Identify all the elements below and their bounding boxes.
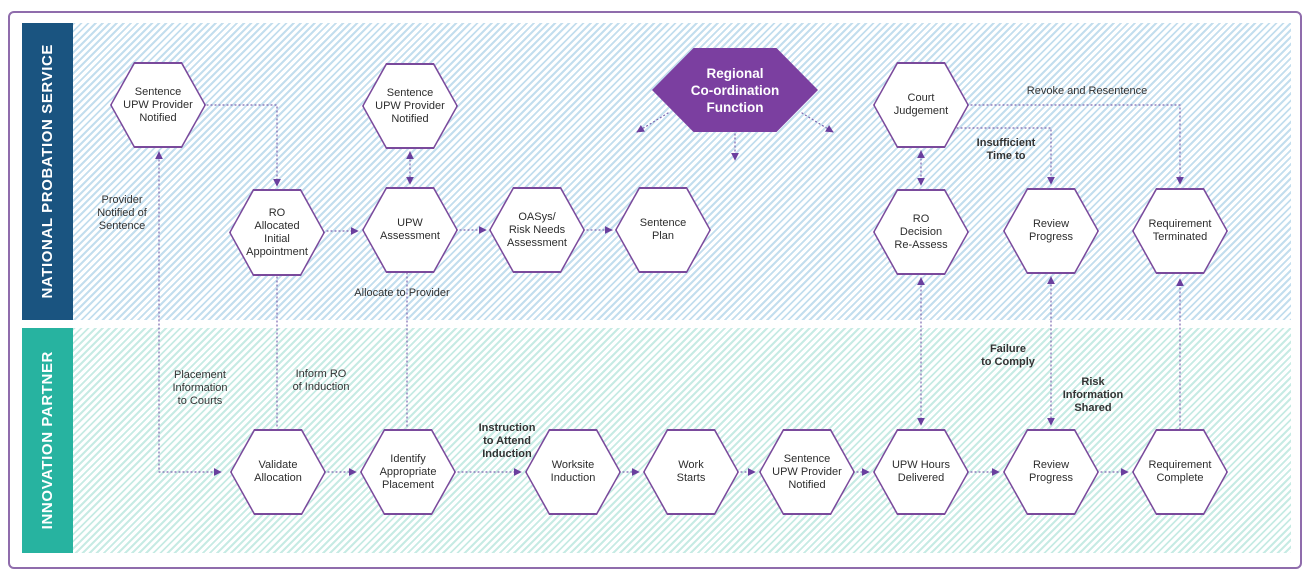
node-label: RO Allocated Initial Appointment xyxy=(246,206,308,258)
hex-shape: UPW Hours Delivered xyxy=(874,430,968,514)
annotation-risk-information-shared: Risk Information Shared xyxy=(1062,376,1124,414)
hex-shape: Sentence UPW Provider Notified xyxy=(760,430,854,514)
node-validate-allocation: Validate Allocation xyxy=(230,429,326,515)
node-work-starts: Work Starts xyxy=(643,429,739,515)
node-upw-hours-delivered: UPW Hours Delivered xyxy=(873,429,969,515)
node-label: UPW Hours Delivered xyxy=(891,459,951,484)
node-label: Sentence Plan xyxy=(639,217,687,242)
node-ro-allocated-initial-appointment: RO Allocated Initial Appointment xyxy=(229,189,325,276)
node-label: Work Starts xyxy=(676,459,706,484)
node-label: Worksite Induction xyxy=(550,459,596,484)
annotation-inform-ro-of-induction: Inform RO of Induction xyxy=(292,368,350,393)
node-label: Sentence UPW Provider Notified xyxy=(123,85,193,124)
node-requirement-complete: Requirement Complete xyxy=(1132,429,1228,515)
hex-shape: Work Starts xyxy=(644,430,738,514)
lane-label-nps: NATIONAL PROBATION SERVICE xyxy=(39,44,56,299)
hex-shape: Sentence UPW Provider Notified xyxy=(111,63,205,147)
annotation-instruction-to-attend-induction: Instruction to Attend Induction xyxy=(478,422,536,460)
node-label: Sentence UPW Provider Notified xyxy=(375,86,445,125)
node-label: Requirement Complete xyxy=(1148,459,1212,484)
hex-shape: Identify Appropriate Placement xyxy=(361,430,455,514)
node-label: Sentence UPW Provider Notified xyxy=(772,452,842,491)
hex-shape: Review Progress xyxy=(1004,430,1098,514)
annotation-insufficient-time-to: Insufficient Time to xyxy=(976,137,1036,162)
node-label: UPW Assessment xyxy=(380,217,440,242)
node-identify-appropriate-placement: Identify Appropriate Placement xyxy=(360,429,456,515)
annotation-revoke-and-resentence: Revoke and Resentence xyxy=(1026,85,1148,97)
node-label: Court Judgement xyxy=(893,92,949,117)
node-label: RO Decision Re-Assess xyxy=(894,212,948,251)
hex-shape: Worksite Induction xyxy=(526,430,620,514)
node-regional-coordination-function: Regional Co-ordination Function xyxy=(652,48,818,132)
lane-bar-innovation-partner: INNOVATION PARTNER xyxy=(22,328,73,553)
node-label: OASys/ Risk Needs Assessment xyxy=(507,210,567,249)
node-label: Review Progress xyxy=(1028,218,1074,243)
node-sentence-upw-provider-notified-3: Sentence UPW Provider Notified xyxy=(759,429,855,515)
hex-shape: Validate Allocation xyxy=(231,430,325,514)
annotation-allocate-to-provider: Allocate to Provider xyxy=(354,287,450,299)
node-review-progress-ip: Review Progress xyxy=(1003,429,1099,515)
node-label: Identify Appropriate Placement xyxy=(379,452,437,491)
annotation-placement-information-to-courts: Placement Information to Courts xyxy=(172,369,228,407)
node-label: Requirement Terminated xyxy=(1148,218,1212,243)
annotation-provider-notified-of-sentence: Provider Notified of Sentence xyxy=(97,194,147,232)
node-worksite-induction: Worksite Induction xyxy=(525,429,621,515)
node-label: Review Progress xyxy=(1028,459,1074,484)
annotation-failure-to-comply: Failure to Comply xyxy=(981,343,1035,368)
node-label: Regional Co-ordination Function xyxy=(690,65,780,115)
node-label: Validate Allocation xyxy=(254,459,302,484)
lane-label-ip: INNOVATION PARTNER xyxy=(39,351,56,530)
hex-shape: RO Allocated Initial Appointment xyxy=(230,190,324,275)
hex-shape: Requirement Complete xyxy=(1133,430,1227,514)
lane-bar-national-probation-service: NATIONAL PROBATION SERVICE xyxy=(22,23,73,320)
